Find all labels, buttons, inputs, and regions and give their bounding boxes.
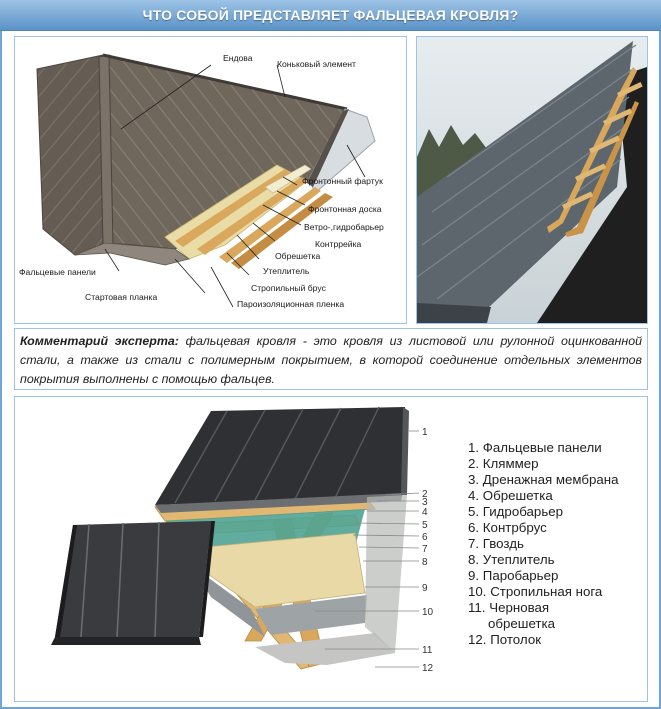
legend-number: 3.: [468, 472, 480, 487]
legend-text: Гвоздь: [482, 536, 524, 551]
top-right-photo-panel: [416, 36, 648, 324]
roof-photo: [416, 37, 647, 323]
legend-item: 4. Обрешетка: [468, 488, 653, 504]
legend-text: Паробарьер: [482, 568, 559, 583]
vapor-barrier-2: [255, 595, 367, 635]
label-start-strip: Стартовая планка: [85, 292, 157, 302]
vapor-barrier: [191, 565, 265, 637]
callout-6: 6: [422, 532, 428, 543]
rafter-beam-1: [175, 169, 291, 247]
callout-1: 1: [422, 427, 428, 438]
top-left-panel: Ендова Коньковый элемент Фронтонный фарт…: [14, 36, 407, 324]
legend-text-continuation: обрешетка: [488, 616, 556, 631]
wall-edge: [365, 495, 407, 653]
gable-board: [231, 193, 333, 269]
legend-item: 2. Кляммер: [468, 456, 653, 472]
callout-8: 8: [422, 557, 428, 568]
legend-item: 7. Гвоздь: [468, 536, 653, 552]
legend-number: 11.: [468, 600, 486, 615]
drainage-membrane: [155, 493, 403, 513]
comment-label: Комментарий эксперта:: [20, 334, 179, 348]
legend-item: 1. Фальцевые панели: [468, 440, 653, 456]
label-seam-panels: Фальцевые панели: [19, 267, 96, 277]
label-gable-apron: Фронтонный фартук: [302, 176, 383, 186]
title-bar: ЧТО СОБОЙ ПРЕДСТАВЛЯЕТ ФАЛЬЦЕВАЯ КРОВЛЯ?: [0, 0, 661, 31]
legend-item: 8. Утеплитель: [468, 552, 653, 568]
legend-number: 5.: [468, 504, 480, 519]
label-rafter: Стропильный брус: [251, 283, 327, 293]
legend-item: 9. Паробарьер: [468, 568, 653, 584]
wind-barrier: [264, 164, 312, 194]
bottom-panel: 1 2 3 4 5 6 7 8 9 10 11 12: [14, 396, 648, 702]
roof-edge-section: [401, 407, 409, 495]
legend-item: 10. Стропильная нога: [468, 584, 653, 600]
label-ridge: Коньковый элемент: [277, 59, 356, 69]
legend-number: 10.: [468, 584, 487, 599]
legend-item: 5. Гидробарьер: [468, 504, 653, 520]
legend-text: Контрбрус: [482, 520, 547, 535]
label-counter-batten: Контррейка: [315, 239, 362, 249]
legend-text: Стропильная нога: [490, 584, 603, 599]
legend-number: 12.: [468, 632, 487, 647]
page-title: ЧТО СОБОЙ ПРЕДСТАВЛЯЕТ ФАЛЬЦЕВАЯ КРОВЛЯ?: [142, 7, 519, 23]
label-endova: Ендова: [223, 53, 253, 63]
comment-panel: [14, 328, 648, 390]
rafter-beam-2: [197, 177, 307, 255]
eave-edge: [417, 303, 491, 323]
legend-text: Дренажная мембрана: [482, 472, 619, 487]
legend-item: 3. Дренажная мембрана: [468, 472, 653, 488]
label-gable-board: Фронтонная доска: [308, 204, 382, 214]
roof-cutaway-diagram: Ендова Коньковый элемент Фронтонный фарт…: [19, 53, 384, 309]
callout-11: 11: [422, 645, 433, 656]
legend-number: 8.: [468, 552, 480, 567]
legend-text: Гидробарьер: [482, 504, 564, 519]
legend-number: 4.: [468, 488, 480, 503]
legend-number: 2.: [468, 456, 480, 471]
legend-item: 12. Потолок: [468, 632, 653, 648]
layered-roof-diagram: 1 2 3 4 5 6 7 8 9 10 11 12: [51, 406, 434, 674]
roof-left-slope: [36, 54, 106, 256]
legend-text: Обрешетка: [482, 488, 553, 503]
legend-text: Кляммер: [482, 456, 539, 471]
callout-4: 4: [422, 507, 428, 518]
legend-text: Потолок: [490, 632, 542, 647]
expert-comment: Комментарий эксперта: фальцевая кровля -…: [14, 330, 648, 388]
callout-10: 10: [422, 607, 434, 618]
legend-item: 6. Контрбрус: [468, 520, 653, 536]
label-insulation: Утеплитель: [263, 266, 310, 276]
legend-number: 6.: [468, 520, 480, 535]
label-vapor-film: Пароизоляционная пленка: [237, 299, 344, 309]
underlayment: [537, 67, 647, 323]
gable-apron: [307, 109, 349, 187]
callout-3: 3: [422, 497, 428, 508]
start-strip: [74, 242, 190, 266]
legend-number: 9.: [468, 568, 480, 583]
wooden-battens: [547, 67, 643, 237]
callout-12: 12: [422, 663, 434, 674]
label-batten: Обрешетка: [275, 251, 320, 261]
legend-text: Черновая: [489, 600, 550, 615]
rafter-beam-3: [219, 187, 321, 263]
legend-text: Утеплитель: [482, 552, 555, 567]
metal-roof-panels: [155, 407, 405, 505]
callout-5: 5: [422, 520, 428, 531]
callout-7: 7: [422, 544, 428, 555]
separate-seam-panel: [51, 521, 215, 645]
legend-number: 7.: [468, 536, 480, 551]
comment-text: фальцевая кровля - это кровля из листово…: [20, 334, 642, 386]
legend-text: Фальцевые панели: [482, 440, 602, 455]
callout-2: 2: [422, 489, 428, 500]
legend-number: 1.: [468, 440, 480, 455]
label-wind-barrier: Ветро-,гидробарьер: [304, 222, 384, 232]
ridge-element: [102, 53, 348, 111]
callout-9: 9: [422, 583, 428, 594]
